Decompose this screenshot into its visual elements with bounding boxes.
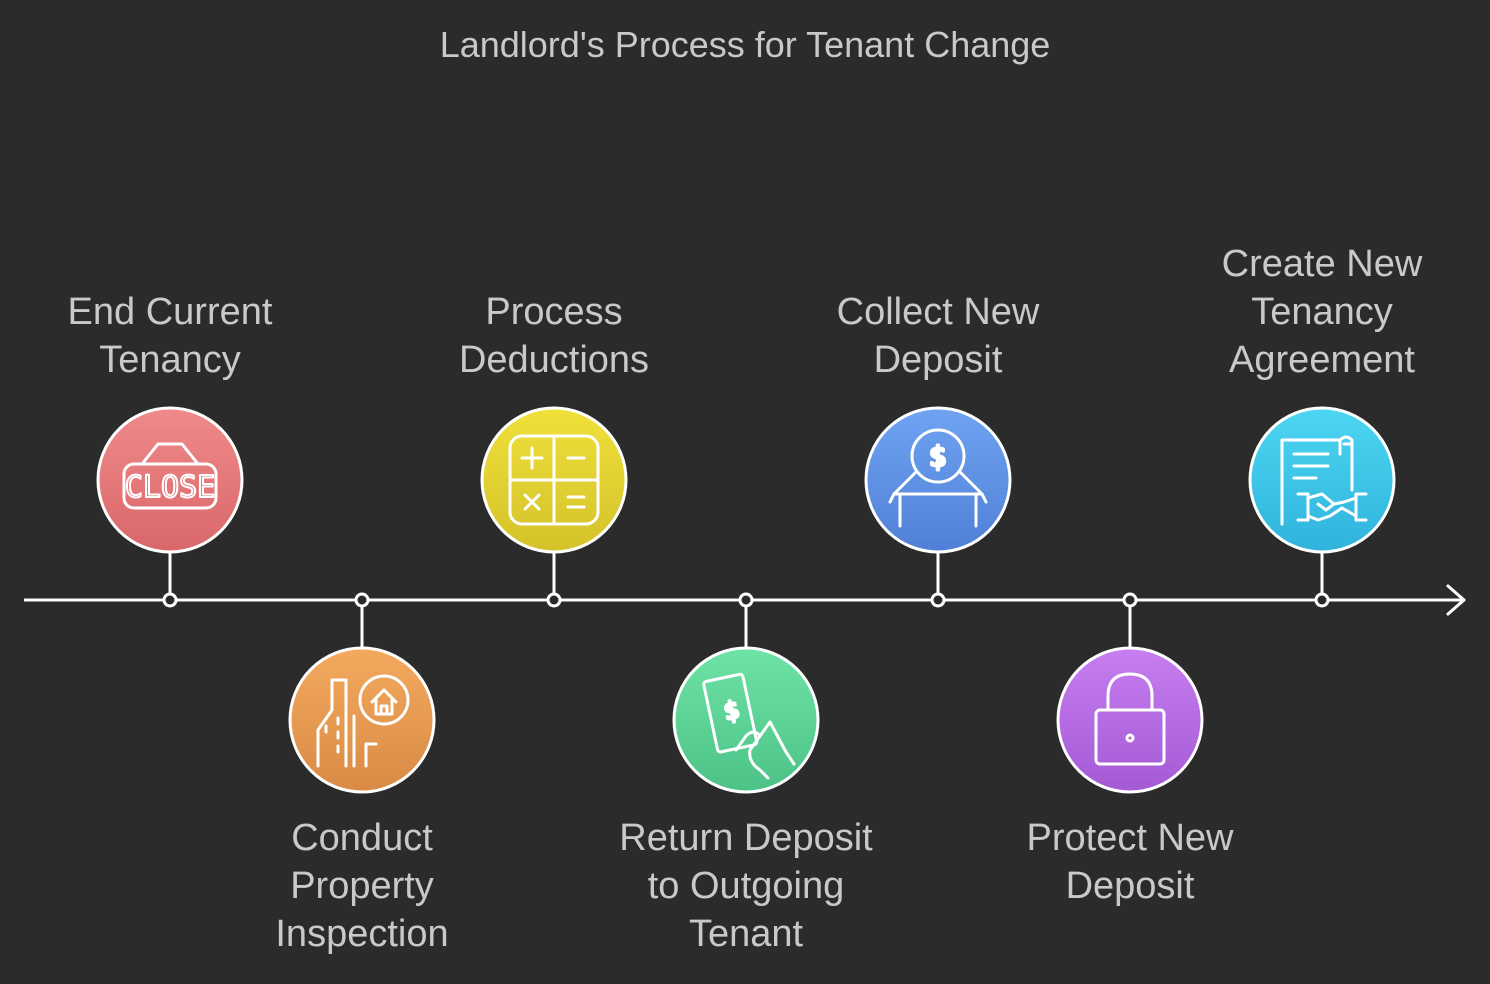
- step-node: [288, 592, 436, 794]
- step-label-line: Deductions: [458, 339, 650, 381]
- step-node: $: [672, 592, 820, 794]
- building-inspection-icon: [316, 674, 410, 768]
- step-label-line: Property: [290, 865, 434, 907]
- step-label-line: Create New: [1221, 243, 1423, 285]
- hand-cash-icon: $: [702, 672, 796, 780]
- step-node: [1248, 406, 1396, 608]
- step-node: [480, 406, 628, 608]
- calculator-icon: [508, 434, 600, 526]
- step-label-line: Tenancy: [99, 339, 241, 381]
- deposit-box-icon: $: [888, 428, 988, 528]
- step-label-line: Return Deposit: [619, 817, 873, 859]
- svg-text:$: $: [929, 440, 947, 473]
- step-label-line: Deposit: [873, 339, 1003, 381]
- step-label-line: End Current: [67, 291, 273, 333]
- timeline-marker: [1314, 592, 1330, 608]
- step-circle: [864, 406, 1012, 554]
- step-label-line: Protect New: [1026, 817, 1234, 859]
- timeline-marker: [1122, 592, 1138, 608]
- timeline-marker: [354, 592, 370, 608]
- step-node: CLOSE: [96, 406, 244, 608]
- svg-text:$: $: [721, 695, 742, 726]
- step-label-line: Deposit: [1065, 865, 1195, 907]
- step-node: $: [864, 406, 1012, 608]
- step-label-line: Tenancy: [1251, 291, 1393, 333]
- step-label-line: Agreement: [1229, 339, 1415, 381]
- step-circle: [96, 406, 244, 554]
- step-node: [1056, 592, 1204, 794]
- step-label-line: to Outgoing: [647, 865, 845, 907]
- step-circle: [1056, 646, 1204, 794]
- page-title: Landlord's Process for Tenant Change: [439, 24, 1051, 65]
- step-label-line: Tenant: [688, 913, 804, 955]
- step-circle: [1248, 406, 1396, 554]
- step-label-line: Collect New: [836, 291, 1040, 333]
- timeline-marker: [546, 592, 562, 608]
- step-label-line: Inspection: [275, 913, 449, 955]
- step-label-line: Process: [485, 291, 623, 333]
- timeline-marker: [930, 592, 946, 608]
- timeline-marker: [738, 592, 754, 608]
- lock-icon: [1094, 672, 1166, 766]
- close-sign-icon: CLOSE: [122, 442, 218, 510]
- step-circle: [672, 646, 820, 794]
- step-label-line: Conduct: [291, 817, 433, 859]
- step-circle: [288, 646, 436, 794]
- agreement-handshake-icon: [1280, 435, 1368, 526]
- svg-text:CLOSE: CLOSE: [125, 470, 215, 505]
- timeline-arrowhead: [1446, 584, 1466, 616]
- timeline-marker: [162, 592, 178, 608]
